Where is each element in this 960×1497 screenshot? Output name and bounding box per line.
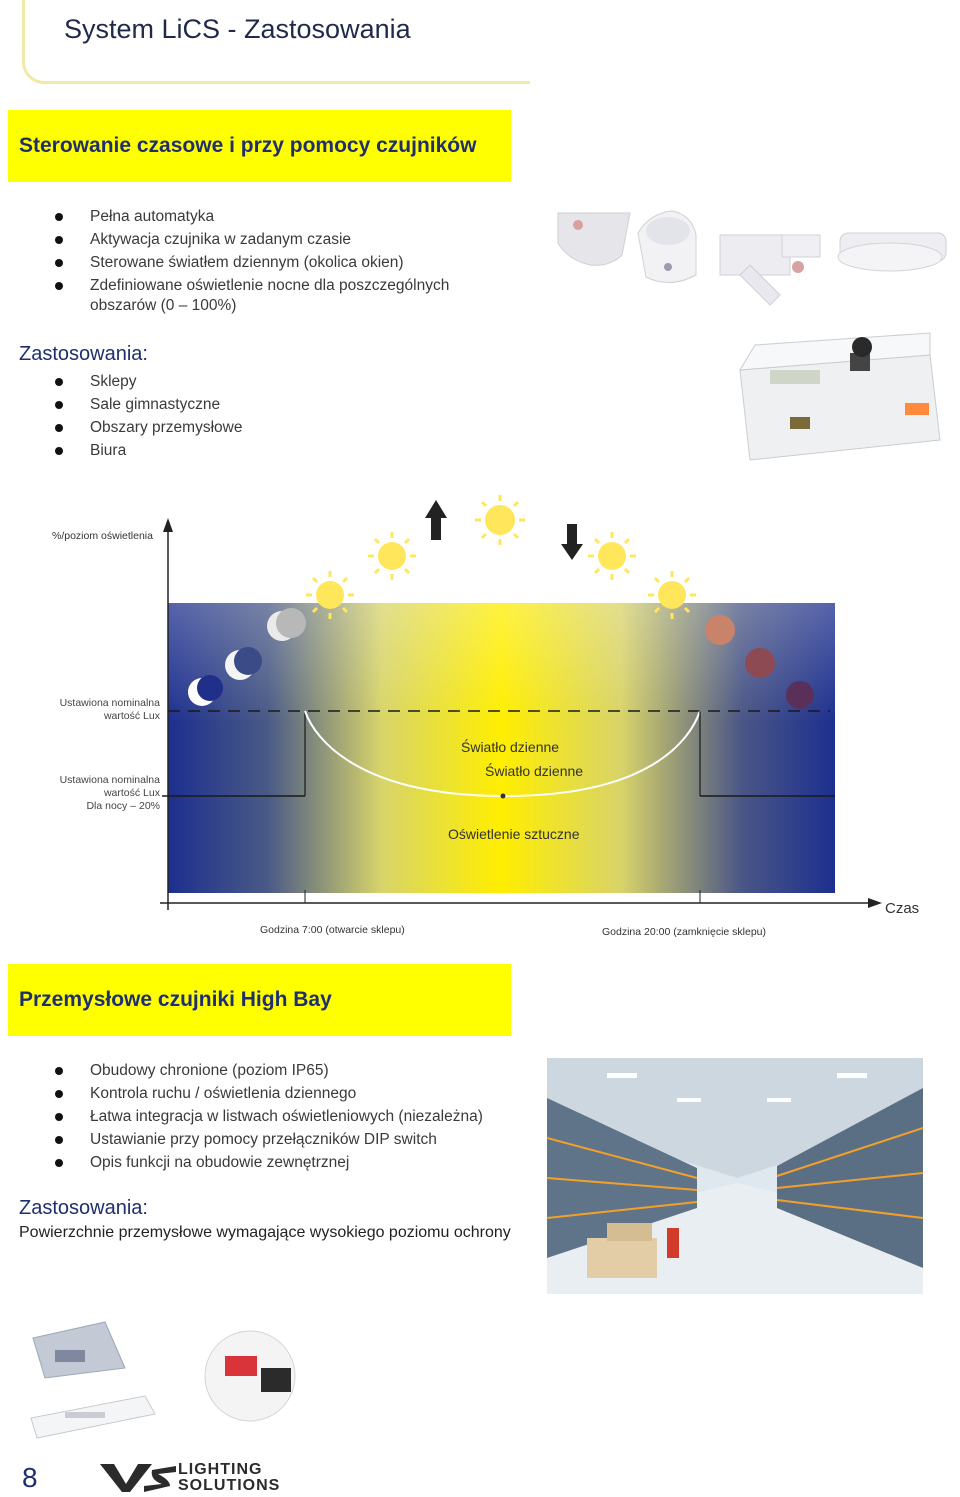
section-banner-high-bay: Przemysłowe czujniki High Bay <box>8 964 511 1036</box>
nominal-lux-label: Ustawiona nominalna wartość Lux <box>30 697 160 723</box>
title-frame <box>22 0 530 84</box>
sun-icon <box>368 532 416 580</box>
list-item-continuation: obszarów (0 – 100%) <box>90 297 237 314</box>
night-lux-label-line: Ustawiona nominalna <box>59 774 160 786</box>
sun-icon <box>648 571 696 619</box>
applications-text: Powierzchnie przemysłowe wymagające wyso… <box>19 1224 511 1241</box>
lighting-control-diagram <box>160 495 882 910</box>
sunset-sun-icon <box>705 615 735 645</box>
list-item: Opis funkcji na obudowie zewnętrznej <box>55 1151 483 1174</box>
x-axis-label: Czas <box>885 900 920 917</box>
moon-icon <box>188 675 223 706</box>
list-item: Ustawianie przy pomocy przełączników DIP… <box>55 1128 483 1151</box>
list-item: Zdefiniowane oświetlenie nocne dla poszc… <box>55 274 449 297</box>
night-lux-label-line: Dla nocy – 20% <box>86 800 160 812</box>
night-lux-label: Ustawiona nominalna wartość Lux Dla nocy… <box>30 774 160 813</box>
sun-icon <box>306 571 354 619</box>
list-item: Kontrola ruchu / oświetlenia dziennego <box>55 1082 483 1105</box>
night-lux-label-line: wartość Lux <box>103 787 160 799</box>
logo-text: LIGHTING SOLUTIONS <box>178 1462 280 1494</box>
daylight-label: Światło dzienne <box>485 763 584 779</box>
list-item: Obudowy chronione (poziom IP65) <box>55 1059 483 1082</box>
applications-heading: Zastosowania: <box>19 1197 148 1219</box>
nominal-lux-label-line: wartość Lux <box>103 710 160 722</box>
page-title: System LiCS - Zastosowania <box>64 14 411 44</box>
list-item: Sklepy <box>55 370 242 393</box>
open-time-label: Godzina 7:00 (otwarcie sklepu) <box>260 924 405 936</box>
sunset-sun-icon <box>786 681 814 709</box>
list-item: Pełna automatyka <box>55 205 449 228</box>
arrow-up-icon <box>425 500 447 540</box>
sun-icon <box>475 495 525 545</box>
warehouse-photo <box>547 1058 923 1294</box>
list-item: Sale gimnastyczne <box>55 393 242 416</box>
y-axis-label: %/poziom oświetlenia <box>52 530 153 542</box>
applications-heading: Zastosowania: <box>19 343 148 365</box>
close-time-label: Godzina 20:00 (zamknięcie sklepu) <box>602 926 767 938</box>
high-bay-sensor-products-image <box>30 1321 296 1439</box>
logo-text-line: SOLUTIONS <box>178 1477 281 1494</box>
list-item: Sterowane światłem dziennym (okolica oki… <box>55 251 449 274</box>
moon-icon <box>267 608 306 641</box>
nominal-lux-label-line: Ustawiona nominalna <box>59 697 160 709</box>
list-item: Aktywacja czujnika w zadanym czasie <box>55 228 449 251</box>
artificial-light-label: Oświetlenie sztuczne <box>448 826 580 842</box>
page-number: 8 <box>22 1462 38 1493</box>
arrow-down-icon <box>561 524 583 560</box>
sunset-sun-icon <box>745 648 775 678</box>
vs-logo-mark <box>100 1464 176 1492</box>
list-item: Biura <box>55 439 242 462</box>
sensor-products-image <box>557 210 947 461</box>
daylight-label: Światło dzienne <box>461 739 560 755</box>
applications-list: Sklepy Sale gimnastyczne Obszary przemys… <box>55 370 242 462</box>
logo-text-line: LIGHTING <box>178 1461 263 1478</box>
sun-icon <box>588 532 636 580</box>
feature-list: Pełna automatyka Aktywacja czujnika w za… <box>55 205 449 297</box>
feature-list: Obudowy chronione (poziom IP65) Kontrola… <box>55 1059 483 1174</box>
section-banner-timer-sensors: Sterowanie czasowe i przy pomocy czujnik… <box>8 110 511 182</box>
moon-icon <box>225 647 262 680</box>
list-item: Łatwa integracja w listwach oświetleniow… <box>55 1105 483 1128</box>
list-item: Obszary przemysłowe <box>55 416 242 439</box>
